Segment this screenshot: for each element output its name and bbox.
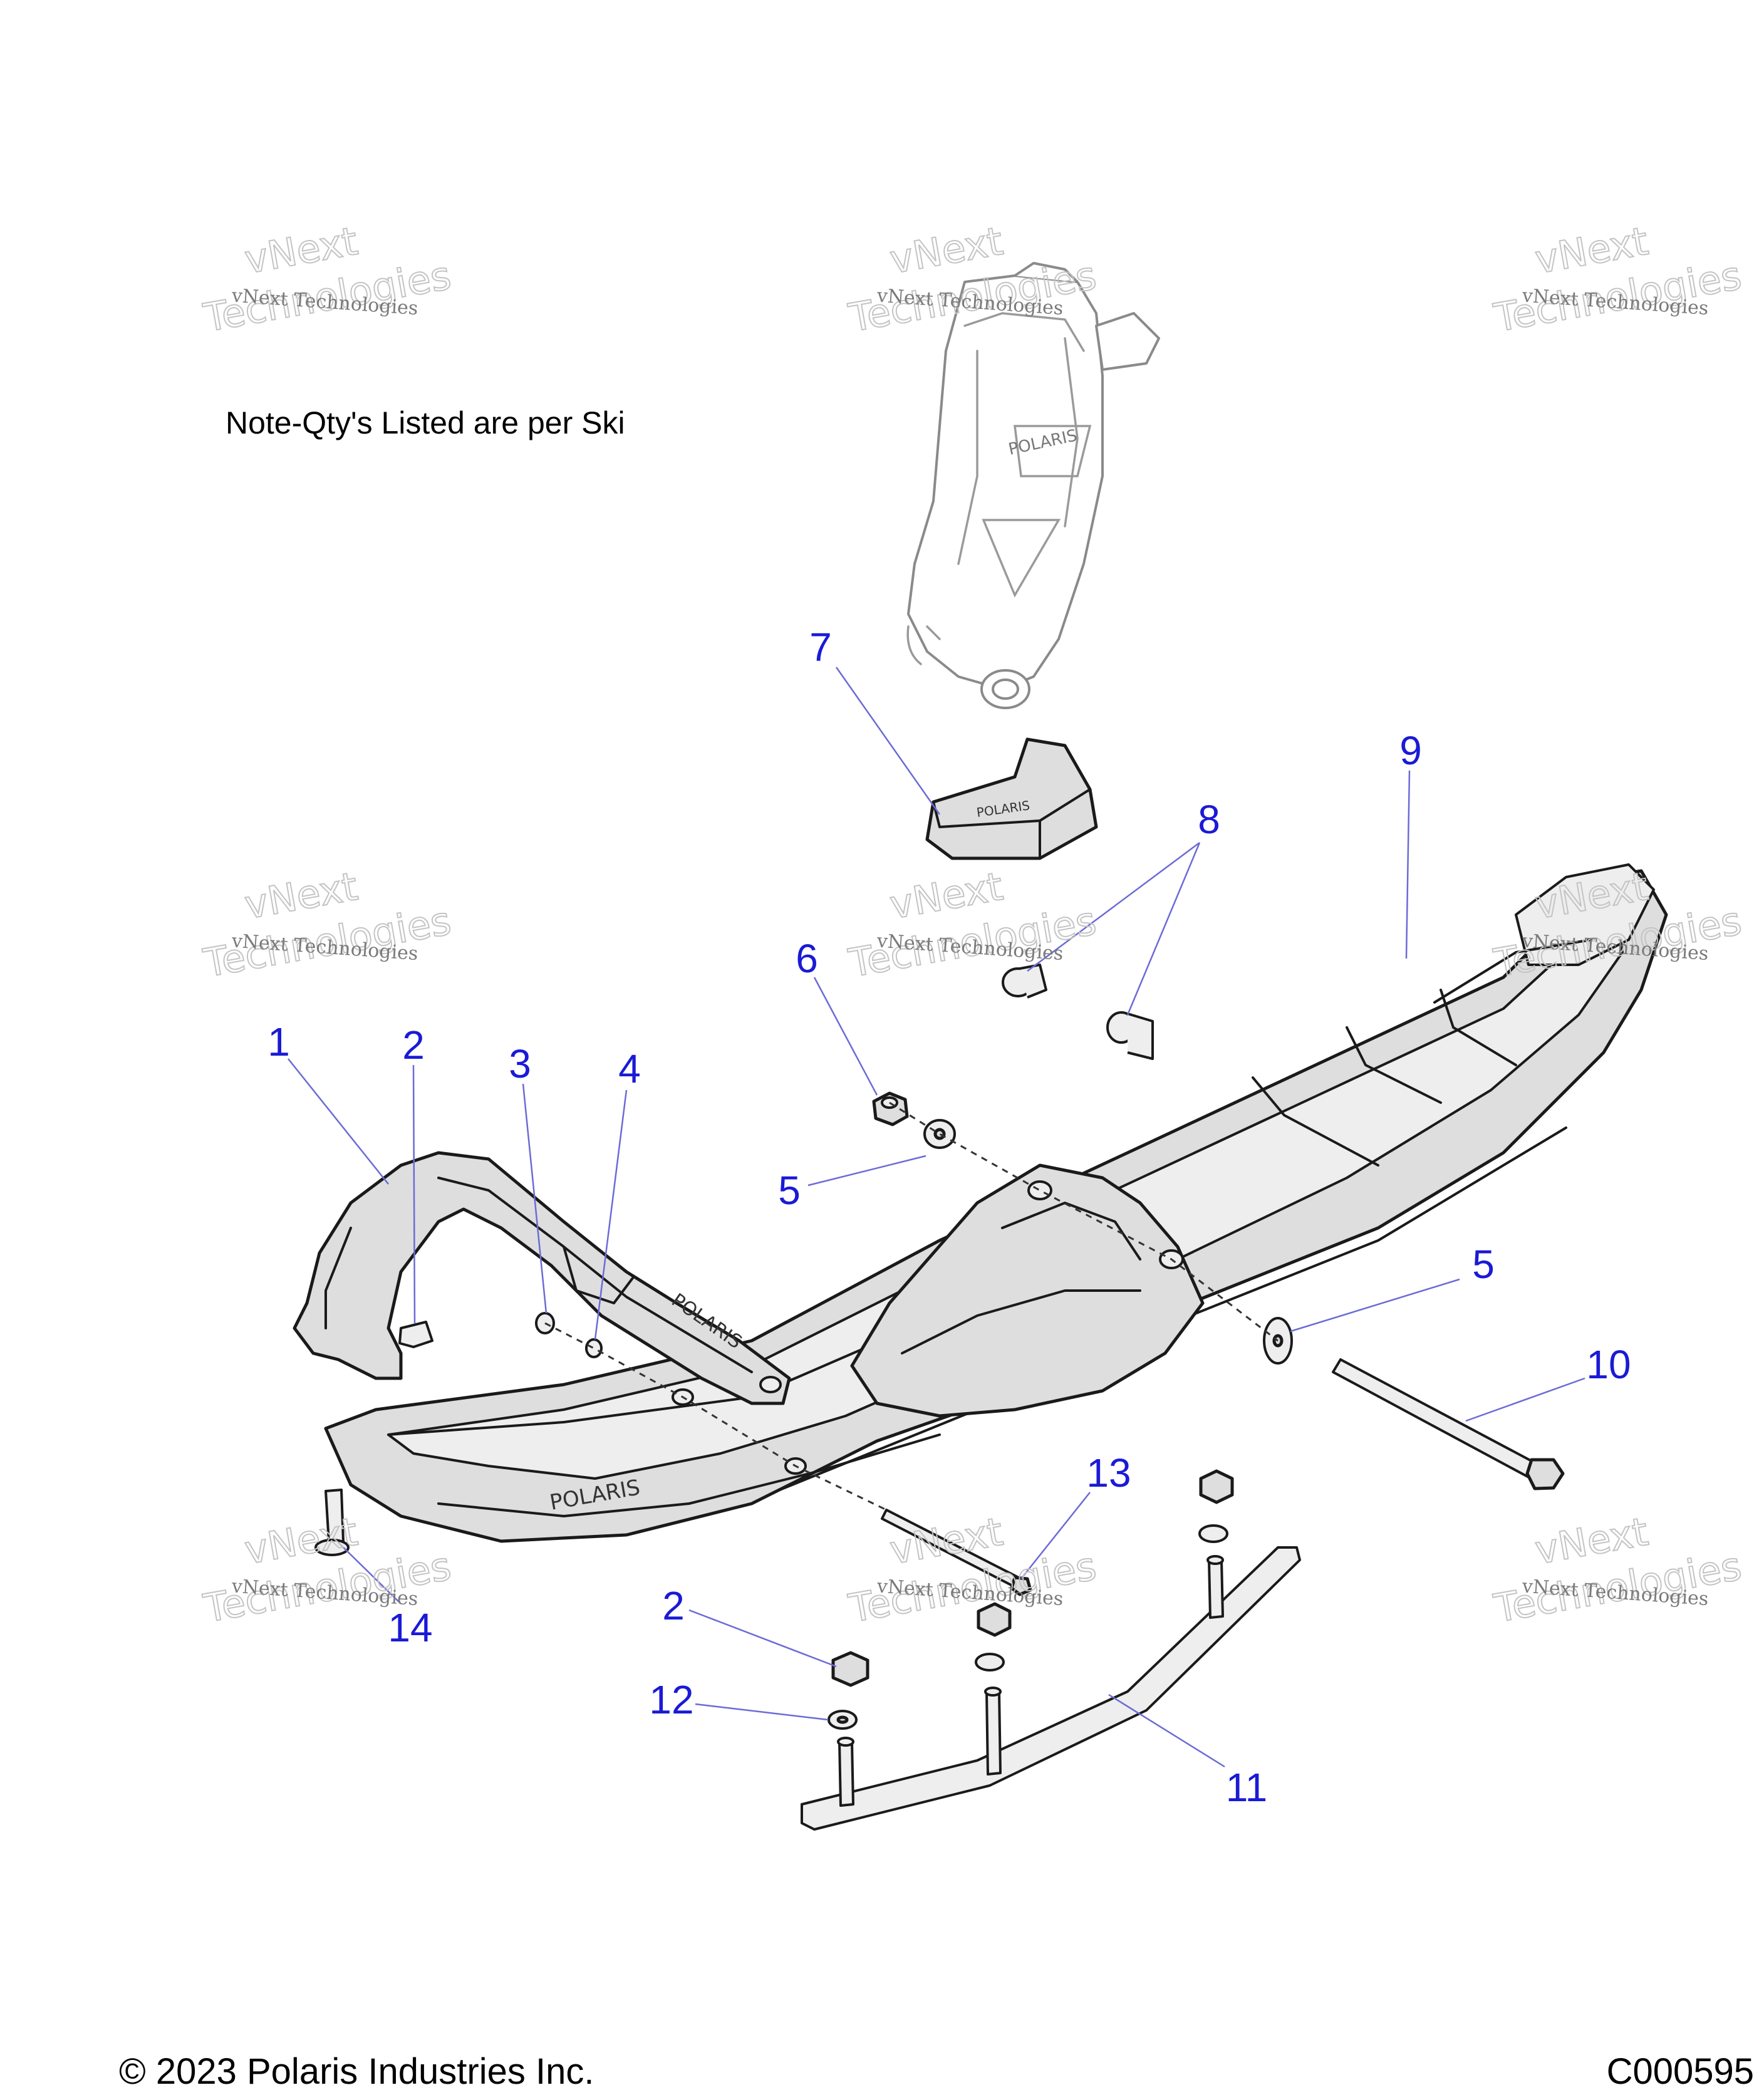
callout-numbers: 1 2 3 4 5 6 7 8 9 5 10 13 2 12 14 11 <box>267 625 1631 1810</box>
callout-2b: 2 <box>662 1583 685 1628</box>
washer-5-upper <box>923 1119 956 1149</box>
spindle-ghost: POLARIS <box>906 262 1160 709</box>
leader-8a <box>1027 841 1200 972</box>
bolt-10 <box>1332 1358 1565 1490</box>
axis-pivot <box>889 1101 1279 1342</box>
leader-14 <box>338 1542 402 1604</box>
bushing-lower <box>1106 1011 1154 1060</box>
spindle-pad: POLARIS <box>925 737 1098 860</box>
note-text: Note-Qty's Listed are per Ski <box>226 405 625 440</box>
washer-right <box>1198 1524 1228 1543</box>
callout-4: 4 <box>618 1046 641 1091</box>
nut-6 <box>872 1091 909 1126</box>
washer-12 <box>828 1710 858 1730</box>
bushing-upper <box>1002 964 1047 999</box>
leader-1 <box>288 1058 389 1185</box>
flange-nut-right <box>1199 1469 1234 1504</box>
ski-handle: POLARIS <box>293 1151 791 1405</box>
leader-13 <box>1020 1492 1091 1579</box>
washer-mid <box>975 1653 1005 1672</box>
leader-2b <box>688 1609 837 1668</box>
callout-14: 14 <box>388 1605 432 1650</box>
callout-12: 12 <box>649 1677 693 1722</box>
leader-3 <box>522 1083 547 1314</box>
ski-body: POLARIS <box>324 863 1668 1543</box>
callout-7: 7 <box>809 625 832 670</box>
callout-1: 1 <box>267 1019 290 1064</box>
leader-7 <box>835 667 941 815</box>
stud-13 <box>881 1509 1032 1596</box>
figure-code: C000595 <box>1607 2051 1754 2085</box>
callout-5b: 5 <box>1472 1242 1495 1287</box>
watermark-top-right: vNext Technologies vNext Technologies <box>1490 217 1745 341</box>
clip-nut-upper <box>398 1321 433 1348</box>
callout-5a: 5 <box>778 1168 801 1213</box>
watermark-mid-center: vNext Technologies vNext Technologies <box>844 863 1100 987</box>
leader-5a <box>807 1155 926 1187</box>
leader-4 <box>594 1089 628 1340</box>
callout-2a: 2 <box>402 1022 425 1068</box>
leader-8b <box>1126 842 1201 1016</box>
watermark-top-left: vNext Technologies vNext Technologies <box>199 217 455 341</box>
callout-6: 6 <box>796 936 818 981</box>
callout-3: 3 <box>509 1041 531 1086</box>
callout-9: 9 <box>1399 728 1422 773</box>
flange-nut-mid <box>977 1602 1012 1637</box>
wear-bar-11 <box>801 1546 1301 1831</box>
watermark-low-right: vNext Technologies vNext Technologies <box>1490 1508 1745 1632</box>
watermark-low-center: vNext Technologies vNext Technologies <box>844 1508 1100 1632</box>
callout-13: 13 <box>1086 1450 1131 1495</box>
callout-10: 10 <box>1586 1342 1631 1387</box>
leader-lines <box>288 667 1585 1768</box>
leader-9 <box>1405 770 1411 959</box>
leader-12 <box>695 1703 829 1721</box>
flange-nut-2-lower <box>831 1651 869 1687</box>
washer-4 <box>585 1338 603 1358</box>
callout-11: 11 <box>1226 1765 1267 1810</box>
callout-8: 8 <box>1198 797 1220 842</box>
leader-10 <box>1465 1377 1585 1422</box>
copyright-text: © 2023 Polaris Industries Inc. <box>119 2051 594 2085</box>
leader-2a <box>412 1064 416 1324</box>
leader-11 <box>1108 1693 1225 1768</box>
leader-6 <box>813 977 878 1096</box>
watermark-mid-left: vNext Technologies vNext Technologies <box>199 863 455 987</box>
axis-handle <box>544 1322 887 1511</box>
leader-5b <box>1290 1278 1460 1333</box>
